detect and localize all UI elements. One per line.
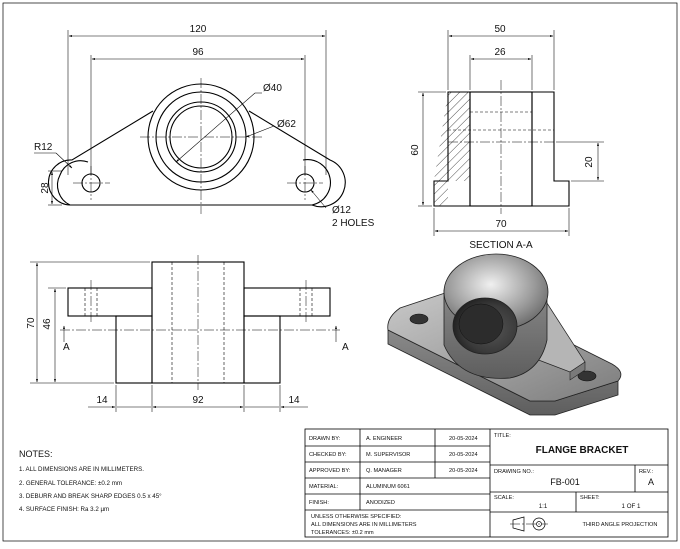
top-view: 120 96 Ø40 Ø62 R12 28 Ø12 2 HOLES <box>34 24 375 229</box>
section-mark-right: A <box>342 342 349 353</box>
sheet-label: SHEET: <box>580 495 600 501</box>
dim-front-left: 14 <box>96 395 108 406</box>
notes-heading: NOTES: <box>19 449 53 459</box>
unless-line-2: ALL DIMENSIONS ARE IN MILLIMETERS <box>311 522 417 528</box>
note-item-1: 1. ALL DIMENSIONS ARE IN MILLIMETERS. <box>19 466 144 473</box>
approved-date: 20-05-2024 <box>449 468 478 474</box>
notes-block: NOTES: 1. ALL DIMENSIONS ARE IN MILLIMET… <box>19 449 162 513</box>
rev-value: A <box>648 477 654 487</box>
section-mark-left: A <box>63 342 70 353</box>
dim-dia-bore: Ø40 <box>263 83 282 94</box>
rev-label: REV.: <box>639 469 654 475</box>
section-view: 50 26 60 20 70 SECTION A-A <box>410 24 604 251</box>
approved-by-label: APPROVED BY: <box>309 468 351 474</box>
unless-line-3: TOLERANCES: ±0.2 mm <box>311 530 374 536</box>
material-value: ALUMINUM 6061 <box>366 484 410 490</box>
section-label: SECTION A-A <box>469 240 533 251</box>
dim-height-28: 28 <box>40 182 51 194</box>
dim-sec-height: 60 <box>410 144 421 156</box>
drawn-by-label: DRAWN BY: <box>309 436 341 442</box>
scale-value: 1:1 <box>539 503 548 510</box>
dim-front-height: 70 <box>26 317 37 329</box>
drawing-title: FLANGE BRACKET <box>536 445 629 456</box>
projection-label: THIRD ANGLE PROJECTION <box>583 522 658 528</box>
note-item-4: 4. SURFACE FINISH: Ra 3.2 µm <box>19 506 109 513</box>
finish-value: ANODIZED <box>366 500 395 506</box>
dim-sec-base-w: 70 <box>495 219 507 230</box>
dim-top-holes: 96 <box>192 47 204 58</box>
sheet-value: 1 OF 1 <box>622 503 641 510</box>
title-block: DRAWN BY: A. ENGINEER 20-05-2024 CHECKED… <box>304 428 669 538</box>
dim-front-46: 46 <box>42 318 53 330</box>
dim-front-mid: 92 <box>192 395 204 406</box>
dim-dia-boss: Ø62 <box>277 119 296 130</box>
approved-by-value: Q. MANAGER <box>366 468 402 474</box>
scale-label: SCALE: <box>494 495 514 501</box>
dim-front-right: 14 <box>288 395 300 406</box>
checked-by-label: CHECKED BY: <box>309 452 347 458</box>
note-item-2: 2. GENERAL TOLERANCE: ±0.2 mm <box>19 480 122 487</box>
third-angle-projection-icon <box>510 516 548 532</box>
note-item-3: 3. DEBURR AND BREAK SHARP EDGES 0.5 x 45… <box>19 493 162 500</box>
drawing-no-value: FB-001 <box>550 477 580 487</box>
isometric-render <box>387 253 622 416</box>
sheet-border <box>2 2 678 542</box>
checked-date: 20-05-2024 <box>449 452 478 458</box>
title-label: TITLE: <box>494 433 511 439</box>
unless-line-1: UNLESS OTHERWISE SPECIFIED: <box>311 514 402 520</box>
front-view: A A 70 46 14 92 14 <box>26 255 349 412</box>
dim-sec-base-h: 20 <box>584 156 595 168</box>
finish-label: FINISH: <box>309 500 329 506</box>
drawn-by-value: A. ENGINEER <box>366 436 402 442</box>
material-label: MATERIAL: <box>309 484 339 490</box>
dim-radius: R12 <box>34 142 53 153</box>
checked-by-value: M. SUPERVISOR <box>366 452 410 458</box>
drawing-no-label: DRAWING NO.: <box>494 469 534 475</box>
dim-sec-bore: 26 <box>494 47 506 58</box>
dim-hole-dia: Ø12 <box>332 205 351 216</box>
dim-sec-top: 50 <box>494 24 506 35</box>
dim-top-overall: 120 <box>190 24 207 35</box>
dim-hole-count: 2 HOLES <box>332 218 375 229</box>
drawn-date: 20-05-2024 <box>449 436 478 442</box>
